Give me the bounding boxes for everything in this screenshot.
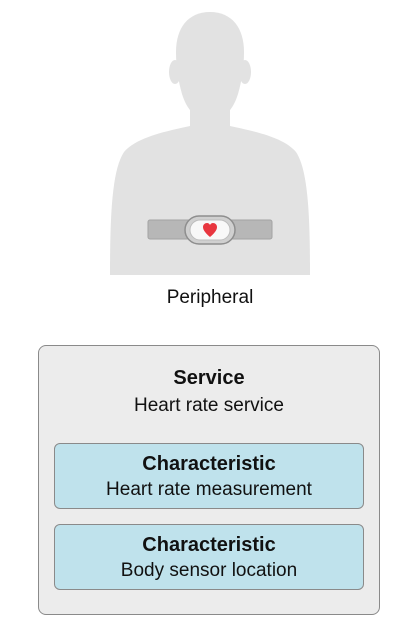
- service-title: Service: [173, 367, 245, 389]
- characteristic-title: Characteristic: [142, 453, 276, 475]
- peripheral-label: Peripheral: [166, 287, 254, 308]
- characteristic-name: Body sensor location: [120, 560, 298, 581]
- service-name: Heart rate service: [134, 395, 284, 416]
- service-box: Service Heart rate service Characteristi…: [38, 345, 380, 615]
- heart-icon: [203, 223, 217, 237]
- peripheral-figure: [0, 0, 420, 290]
- characteristic-box-body-sensor-location: Characteristic Body sensor location: [54, 524, 364, 590]
- person-silhouette-icon: [110, 12, 310, 275]
- characteristic-title: Characteristic: [142, 534, 276, 556]
- characteristic-box-heart-rate-measurement: Characteristic Heart rate measurement: [54, 443, 364, 509]
- characteristic-name: Heart rate measurement: [106, 479, 312, 500]
